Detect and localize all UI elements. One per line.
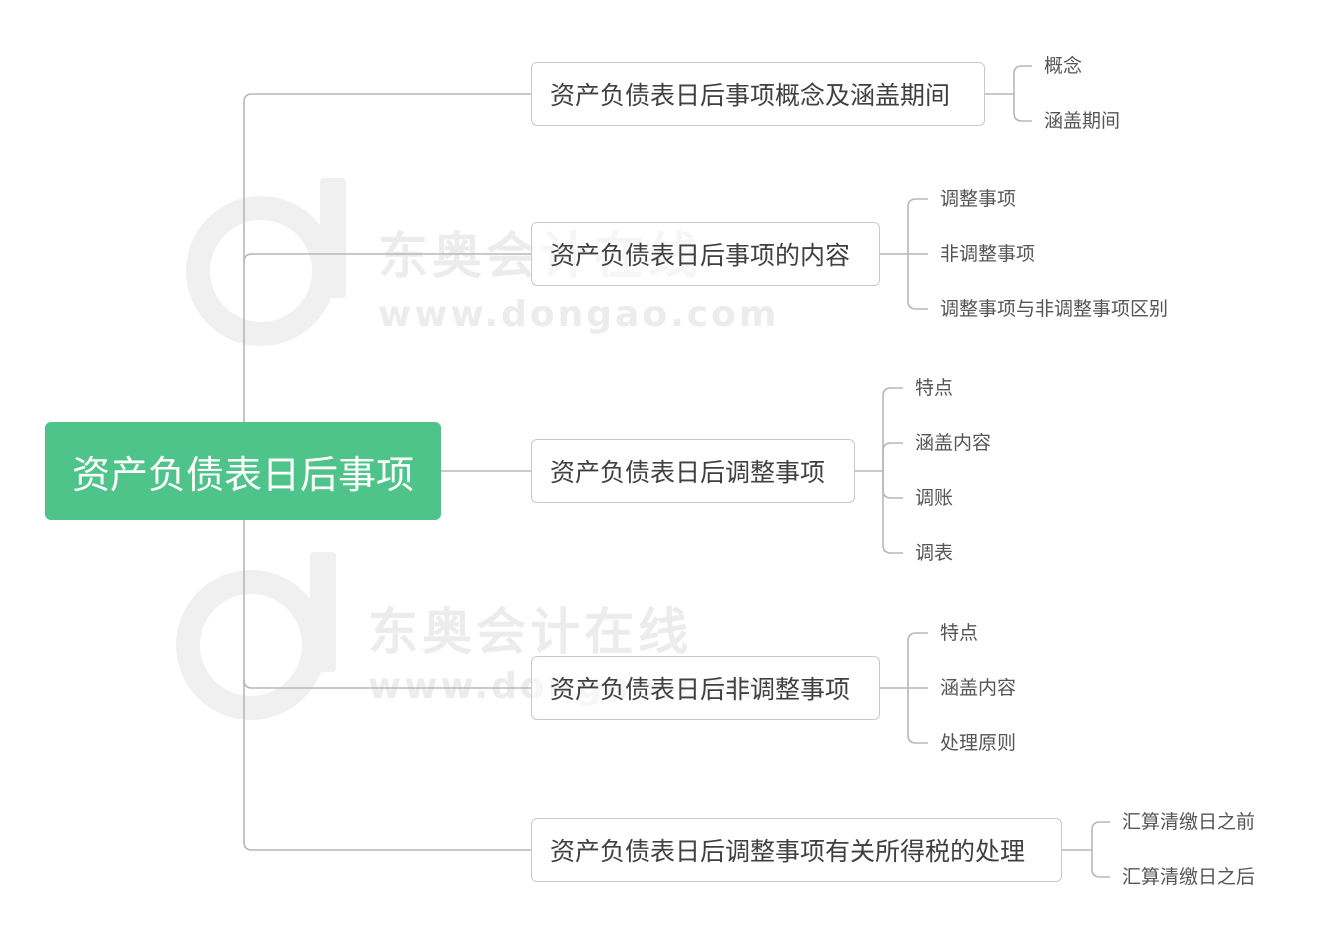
- branch-node-adjusting-events[interactable]: 资产负债表日后调整事项: [531, 439, 855, 503]
- connector-b2-c1: [907, 198, 928, 254]
- connector-b5-c1: [1091, 821, 1110, 850]
- connector-b1-c2: [1013, 94, 1032, 122]
- connector-b4-c3: [907, 688, 928, 744]
- leaf-node-concept[interactable]: 概念: [1044, 55, 1083, 77]
- leaf-node-adjust-accounts[interactable]: 调账: [915, 487, 954, 509]
- branch-node-income-tax[interactable]: 资产负债表日后调整事项有关所得税的处理: [531, 818, 1062, 882]
- connector-b5-c2: [1091, 850, 1110, 878]
- branch-node-content[interactable]: 资产负债表日后事项的内容: [531, 222, 880, 286]
- connector-root-b2: [243, 253, 531, 263]
- leaf-node-non-adjusting[interactable]: 非调整事项: [940, 243, 1036, 265]
- leaf-node-adjust-statements[interactable]: 调表: [915, 542, 954, 564]
- leaf-node-before-settlement[interactable]: 汇算清缴日之前: [1122, 811, 1256, 833]
- leaf-node-difference[interactable]: 调整事项与非调整事项区别: [940, 298, 1169, 320]
- leaf-node-covered-content[interactable]: 涵盖内容: [940, 677, 1017, 699]
- leaf-node-covered-content[interactable]: 涵盖内容: [915, 432, 992, 454]
- branch-node-non-adjusting-events[interactable]: 资产负债表日后非调整事项: [531, 656, 880, 720]
- leaf-node-features[interactable]: 特点: [940, 622, 979, 644]
- leaf-node-features[interactable]: 特点: [915, 377, 954, 399]
- connector-b3-c3: [882, 471, 903, 499]
- branch-node-concept-period[interactable]: 资产负债表日后事项概念及涵盖期间: [531, 62, 985, 126]
- root-node[interactable]: 资产负债表日后事项: [45, 422, 441, 520]
- leaf-node-covered-period[interactable]: 涵盖期间: [1044, 110, 1121, 132]
- connector-b3-c2: [882, 442, 903, 471]
- connector-b3-c4: [882, 471, 903, 554]
- connector-b4-c1: [907, 632, 928, 688]
- connector-root-b4: [243, 679, 531, 689]
- connector-b2-c3: [907, 254, 928, 310]
- leaf-node-handling-principle[interactable]: 处理原则: [940, 732, 1017, 754]
- leaf-node-after-settlement[interactable]: 汇算清缴日之后: [1122, 866, 1256, 888]
- connector-b1-c1: [1013, 65, 1032, 94]
- connector-b3-c1: [882, 387, 903, 471]
- leaf-node-adjusting[interactable]: 调整事项: [940, 188, 1017, 210]
